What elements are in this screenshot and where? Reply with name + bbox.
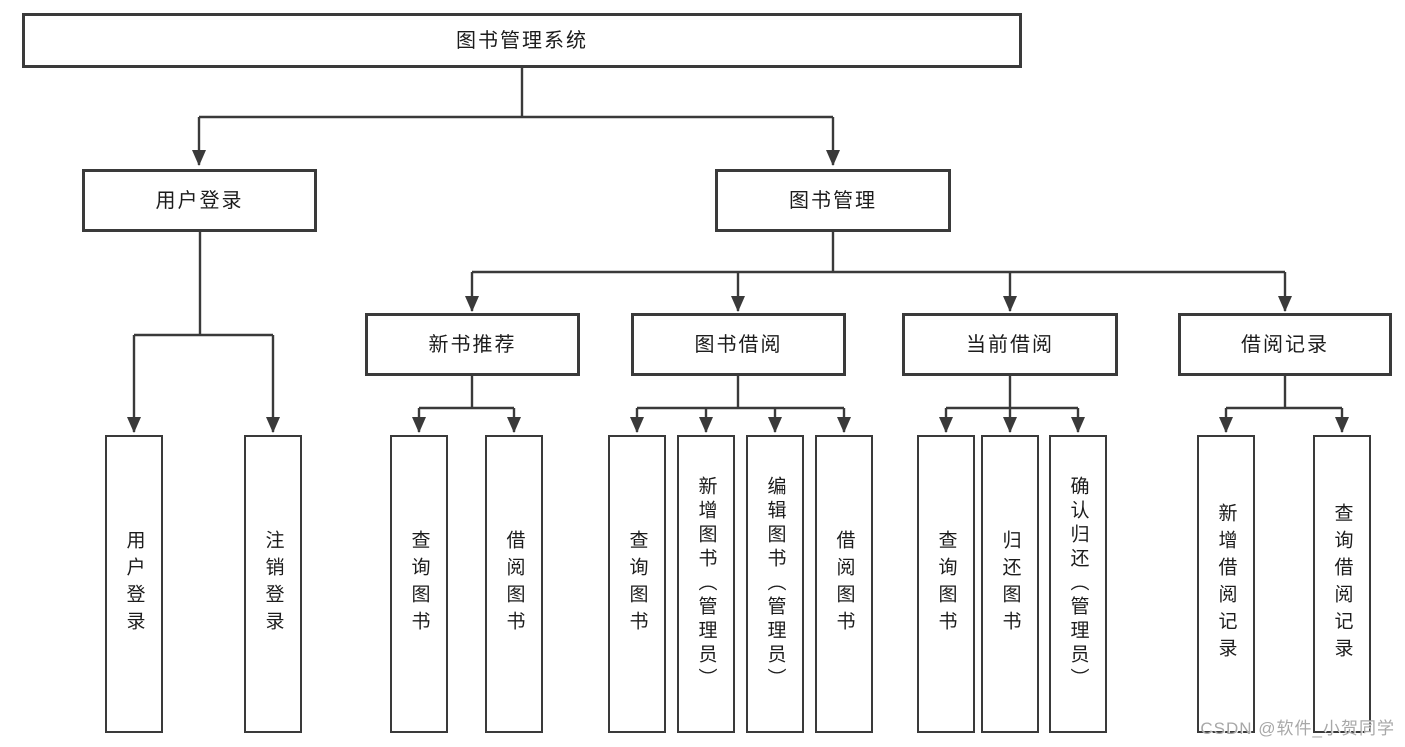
leaf-current-query-books: 查询图书 — [917, 435, 975, 733]
node-book-borrowing: 图书借阅 — [631, 313, 846, 376]
node-book-management: 图书管理 — [715, 169, 951, 232]
node-current-borrowing: 当前借阅 — [902, 313, 1118, 376]
leaf-newbook-query-books: 查询图书 — [390, 435, 448, 733]
leaf-logout-login: 注销登录 — [244, 435, 302, 733]
node-library-system: 图书管理系统 — [22, 13, 1022, 68]
leaf-records-query-record: 查询借阅记录 — [1313, 435, 1371, 733]
leaf-current-return-books: 归还图书 — [981, 435, 1039, 733]
node-borrowing-records: 借阅记录 — [1178, 313, 1392, 376]
csdn-watermark: CSDN @软件_小贺同学 — [1200, 719, 1395, 738]
leaf-newbook-borrow-books: 借阅图书 — [485, 435, 543, 733]
connector-book-borrow-bus — [637, 376, 844, 410]
connector-user-login-bus — [134, 232, 273, 337]
leaf-borrowing-query-books: 查询图书 — [608, 435, 666, 733]
node-user-login: 用户登录 — [82, 169, 317, 232]
connector-records-bus — [1226, 376, 1342, 410]
connector-cur-borrow-bus — [946, 376, 1078, 410]
connector-root-bus — [199, 68, 833, 119]
leaf-borrowing-edit-books-admin: 编辑图书（管理员） — [746, 435, 804, 733]
connector-new-book-bus — [419, 376, 514, 410]
leaf-borrowing-borrow-books: 借阅图书 — [815, 435, 873, 733]
leaf-borrowing-add-books-admin: 新增图书（管理员） — [677, 435, 735, 733]
connector-book-mgmt-bus — [472, 232, 1285, 274]
leaf-current-confirm-return-admin: 确认归还（管理员） — [1049, 435, 1107, 733]
leaf-user-login: 用户登录 — [105, 435, 163, 733]
leaf-records-add-record: 新增借阅记录 — [1197, 435, 1255, 733]
node-new-book-recommend: 新书推荐 — [365, 313, 580, 376]
